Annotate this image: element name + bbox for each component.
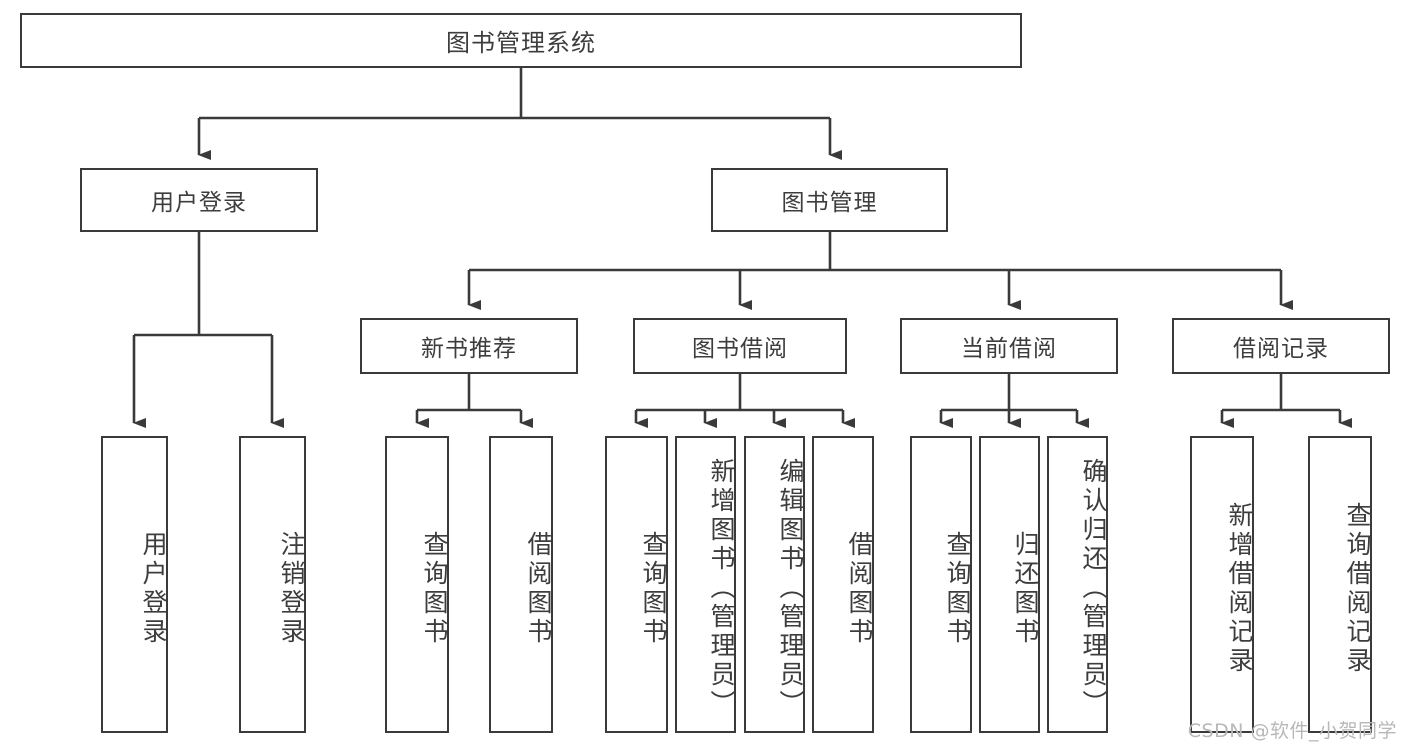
node-borrow-record[interactable]: 借阅记录 <box>1172 318 1390 374</box>
node-label: 新增图书（管理员） <box>707 458 736 719</box>
node-current-borrow[interactable]: 当前借阅 <box>900 318 1118 374</box>
node-label: 查询图书 <box>639 530 668 647</box>
node-label: 查询图书 <box>420 530 449 647</box>
node-label: 当前借阅 <box>961 336 1057 362</box>
node-leaf-return-book[interactable]: 归还图书 <box>979 436 1040 733</box>
node-label: 借阅图书 <box>524 530 553 647</box>
node-root-system[interactable]: 图书管理系统 <box>20 13 1022 68</box>
node-leaf-borrow-book-1[interactable]: 借阅图书 <box>489 436 553 733</box>
node-leaf-edit-book[interactable]: 编辑图书（管理员） <box>744 436 805 733</box>
node-leaf-query-book-1[interactable]: 查询图书 <box>385 436 449 733</box>
node-label: 新增借阅记录 <box>1225 501 1254 676</box>
node-user-login[interactable]: 用户登录 <box>80 168 318 232</box>
node-leaf-query-book-3[interactable]: 查询图书 <box>910 436 972 733</box>
node-leaf-add-book[interactable]: 新增图书（管理员） <box>675 436 736 733</box>
node-leaf-confirm-return[interactable]: 确认归还（管理员） <box>1047 436 1108 733</box>
node-label: 图书借阅 <box>692 336 788 362</box>
node-book-manage[interactable]: 图书管理 <box>711 168 948 232</box>
node-label: 编辑图书（管理员） <box>776 458 805 719</box>
node-leaf-user-logout[interactable]: 注销登录 <box>239 436 306 733</box>
node-label: 借阅图书 <box>845 530 874 647</box>
node-leaf-query-book-2[interactable]: 查询图书 <box>605 436 668 733</box>
node-label: 借阅记录 <box>1233 336 1329 362</box>
node-label: 新书推荐 <box>421 336 517 362</box>
node-label: 查询图书 <box>943 530 972 647</box>
node-leaf-user-login[interactable]: 用户登录 <box>101 436 168 733</box>
node-new-book-recommend[interactable]: 新书推荐 <box>360 318 578 374</box>
node-label: 查询借阅记录 <box>1343 501 1372 676</box>
node-label: 归还图书 <box>1011 530 1040 647</box>
node-label: 注销登录 <box>277 530 306 647</box>
node-leaf-add-record[interactable]: 新增借阅记录 <box>1190 436 1254 733</box>
node-label: 图书管理 <box>781 190 878 216</box>
node-leaf-query-record[interactable]: 查询借阅记录 <box>1308 436 1372 733</box>
node-label: 用户登录 <box>151 190 247 216</box>
node-leaf-borrow-book-2[interactable]: 借阅图书 <box>812 436 874 733</box>
node-label: 确认归还（管理员） <box>1079 458 1108 719</box>
node-book-borrow[interactable]: 图书借阅 <box>633 318 847 374</box>
node-label: 图书管理系统 <box>446 29 596 57</box>
node-label: 用户登录 <box>139 530 168 647</box>
